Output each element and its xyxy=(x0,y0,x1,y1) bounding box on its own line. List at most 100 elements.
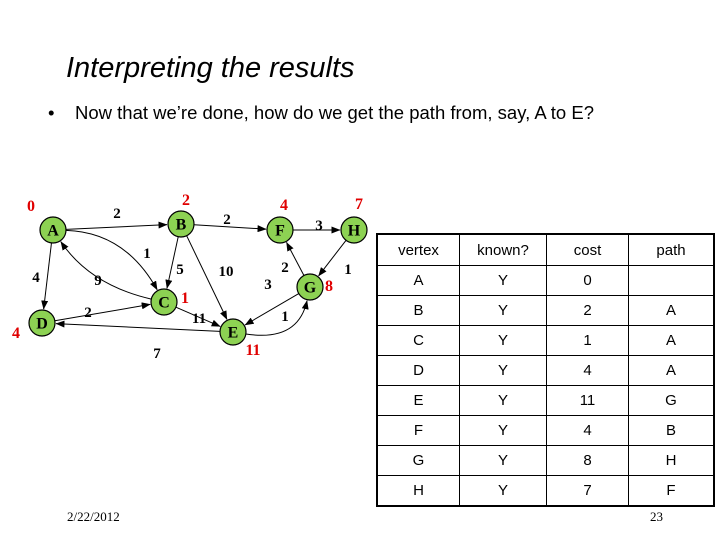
cell-known: Y xyxy=(459,415,547,446)
edge-weight-c-a: 9 xyxy=(94,273,102,289)
edge-weight-b-e: 10 xyxy=(219,264,234,280)
column-header-vertex: vertex xyxy=(376,233,460,266)
node-label: A xyxy=(47,223,59,240)
node-a: A xyxy=(39,216,67,244)
node-circle xyxy=(340,216,368,244)
cell-path: A xyxy=(628,355,715,386)
cost-label-c: 1 xyxy=(181,290,189,307)
cell-known: Y xyxy=(459,385,547,416)
node-b: B xyxy=(167,210,195,238)
cell-known: Y xyxy=(459,355,547,386)
cost-label-b: 2 xyxy=(182,192,190,209)
node-circle xyxy=(219,318,247,346)
node-e: E xyxy=(219,318,247,346)
cell-vertex: C xyxy=(376,325,460,356)
edge-c-e xyxy=(175,306,221,327)
edge-weight-c-e: 11 xyxy=(192,311,206,327)
cell-cost: 4 xyxy=(546,355,629,386)
edge-a-d xyxy=(41,242,52,310)
slide-title: Interpreting the results xyxy=(66,52,355,84)
node-circle xyxy=(39,216,67,244)
edge-b-e xyxy=(186,235,228,320)
node-c: C xyxy=(150,288,178,316)
cell-path: F xyxy=(628,475,715,507)
edge-weight-d-c: 2 xyxy=(84,305,92,321)
node-label: C xyxy=(158,295,170,312)
column-header-path: path xyxy=(628,233,715,266)
edge-a-c xyxy=(65,229,158,291)
edge-d-c xyxy=(54,302,151,322)
node-g: G xyxy=(296,273,324,301)
cost-label-e: 11 xyxy=(245,342,260,359)
edge-weight-g-f: 2 xyxy=(281,260,289,276)
cell-known: Y xyxy=(459,265,547,296)
edge-weight-g-e: 3 xyxy=(264,277,272,293)
edge-h-g xyxy=(318,239,347,277)
node-label: H xyxy=(348,223,361,240)
bullet-text: Now that we’re done, how do we get the p… xyxy=(75,102,594,123)
node-d: D xyxy=(28,309,56,337)
cell-cost: 11 xyxy=(546,385,629,416)
footer-date: 2/22/2012 xyxy=(67,509,120,524)
node-h: H xyxy=(340,216,368,244)
cell-cost: 4 xyxy=(546,415,629,446)
edge-weight-a-c: 1 xyxy=(143,246,151,262)
cell-path: G xyxy=(628,385,715,416)
edge-e-g xyxy=(245,300,309,336)
edge-g-e xyxy=(244,293,300,326)
cost-label-h: 7 xyxy=(355,196,363,213)
cell-vertex: E xyxy=(376,385,460,416)
footer-page-number: 23 xyxy=(650,509,663,524)
bullet-dot: • xyxy=(48,102,55,123)
node-circle xyxy=(150,288,178,316)
edge-weight-a-d: 4 xyxy=(32,270,40,286)
edge-weight-b-c: 5 xyxy=(176,262,184,278)
edge-e-d xyxy=(55,320,221,332)
cell-cost: 1 xyxy=(546,325,629,356)
cost-label-a: 0 xyxy=(27,198,35,215)
node-circle xyxy=(28,309,56,337)
cell-path: A xyxy=(628,295,715,326)
edge-b-f xyxy=(193,224,267,233)
edge-weight-f-h: 3 xyxy=(315,218,323,234)
cell-cost: 7 xyxy=(546,475,629,507)
cost-label-f: 4 xyxy=(280,197,288,214)
column-header-cost: cost xyxy=(546,233,629,266)
node-label: D xyxy=(36,316,48,333)
edge-weight-e-d: 7 xyxy=(153,346,161,362)
cell-cost: 2 xyxy=(546,295,629,326)
cost-label-g: 8 xyxy=(325,278,333,295)
edge-weight-h-g: 1 xyxy=(344,262,352,278)
edge-a-b xyxy=(65,221,168,230)
edge-weight-b-f: 2 xyxy=(223,212,231,228)
cell-known: Y xyxy=(459,445,547,476)
node-label: E xyxy=(228,325,239,342)
node-label: F xyxy=(275,223,285,240)
edge-c-a xyxy=(60,241,152,300)
cell-vertex: G xyxy=(376,445,460,476)
edge-b-c xyxy=(165,236,179,289)
cell-vertex: F xyxy=(376,415,460,446)
cell-path xyxy=(628,265,715,296)
cell-vertex: B xyxy=(376,295,460,326)
cell-path: H xyxy=(628,445,715,476)
table-header-row: vertex known? cost path xyxy=(376,233,715,266)
cell-vertex: D xyxy=(376,355,460,386)
cell-path: A xyxy=(628,325,715,356)
cell-cost: 0 xyxy=(546,265,629,296)
node-circle xyxy=(266,216,294,244)
cell-vertex: A xyxy=(376,265,460,296)
cost-label-d: 4 xyxy=(12,325,20,342)
edge-weight-a-b: 2 xyxy=(113,206,121,222)
cell-cost: 8 xyxy=(546,445,629,476)
edge-g-f xyxy=(286,241,305,276)
node-circle xyxy=(296,273,324,301)
